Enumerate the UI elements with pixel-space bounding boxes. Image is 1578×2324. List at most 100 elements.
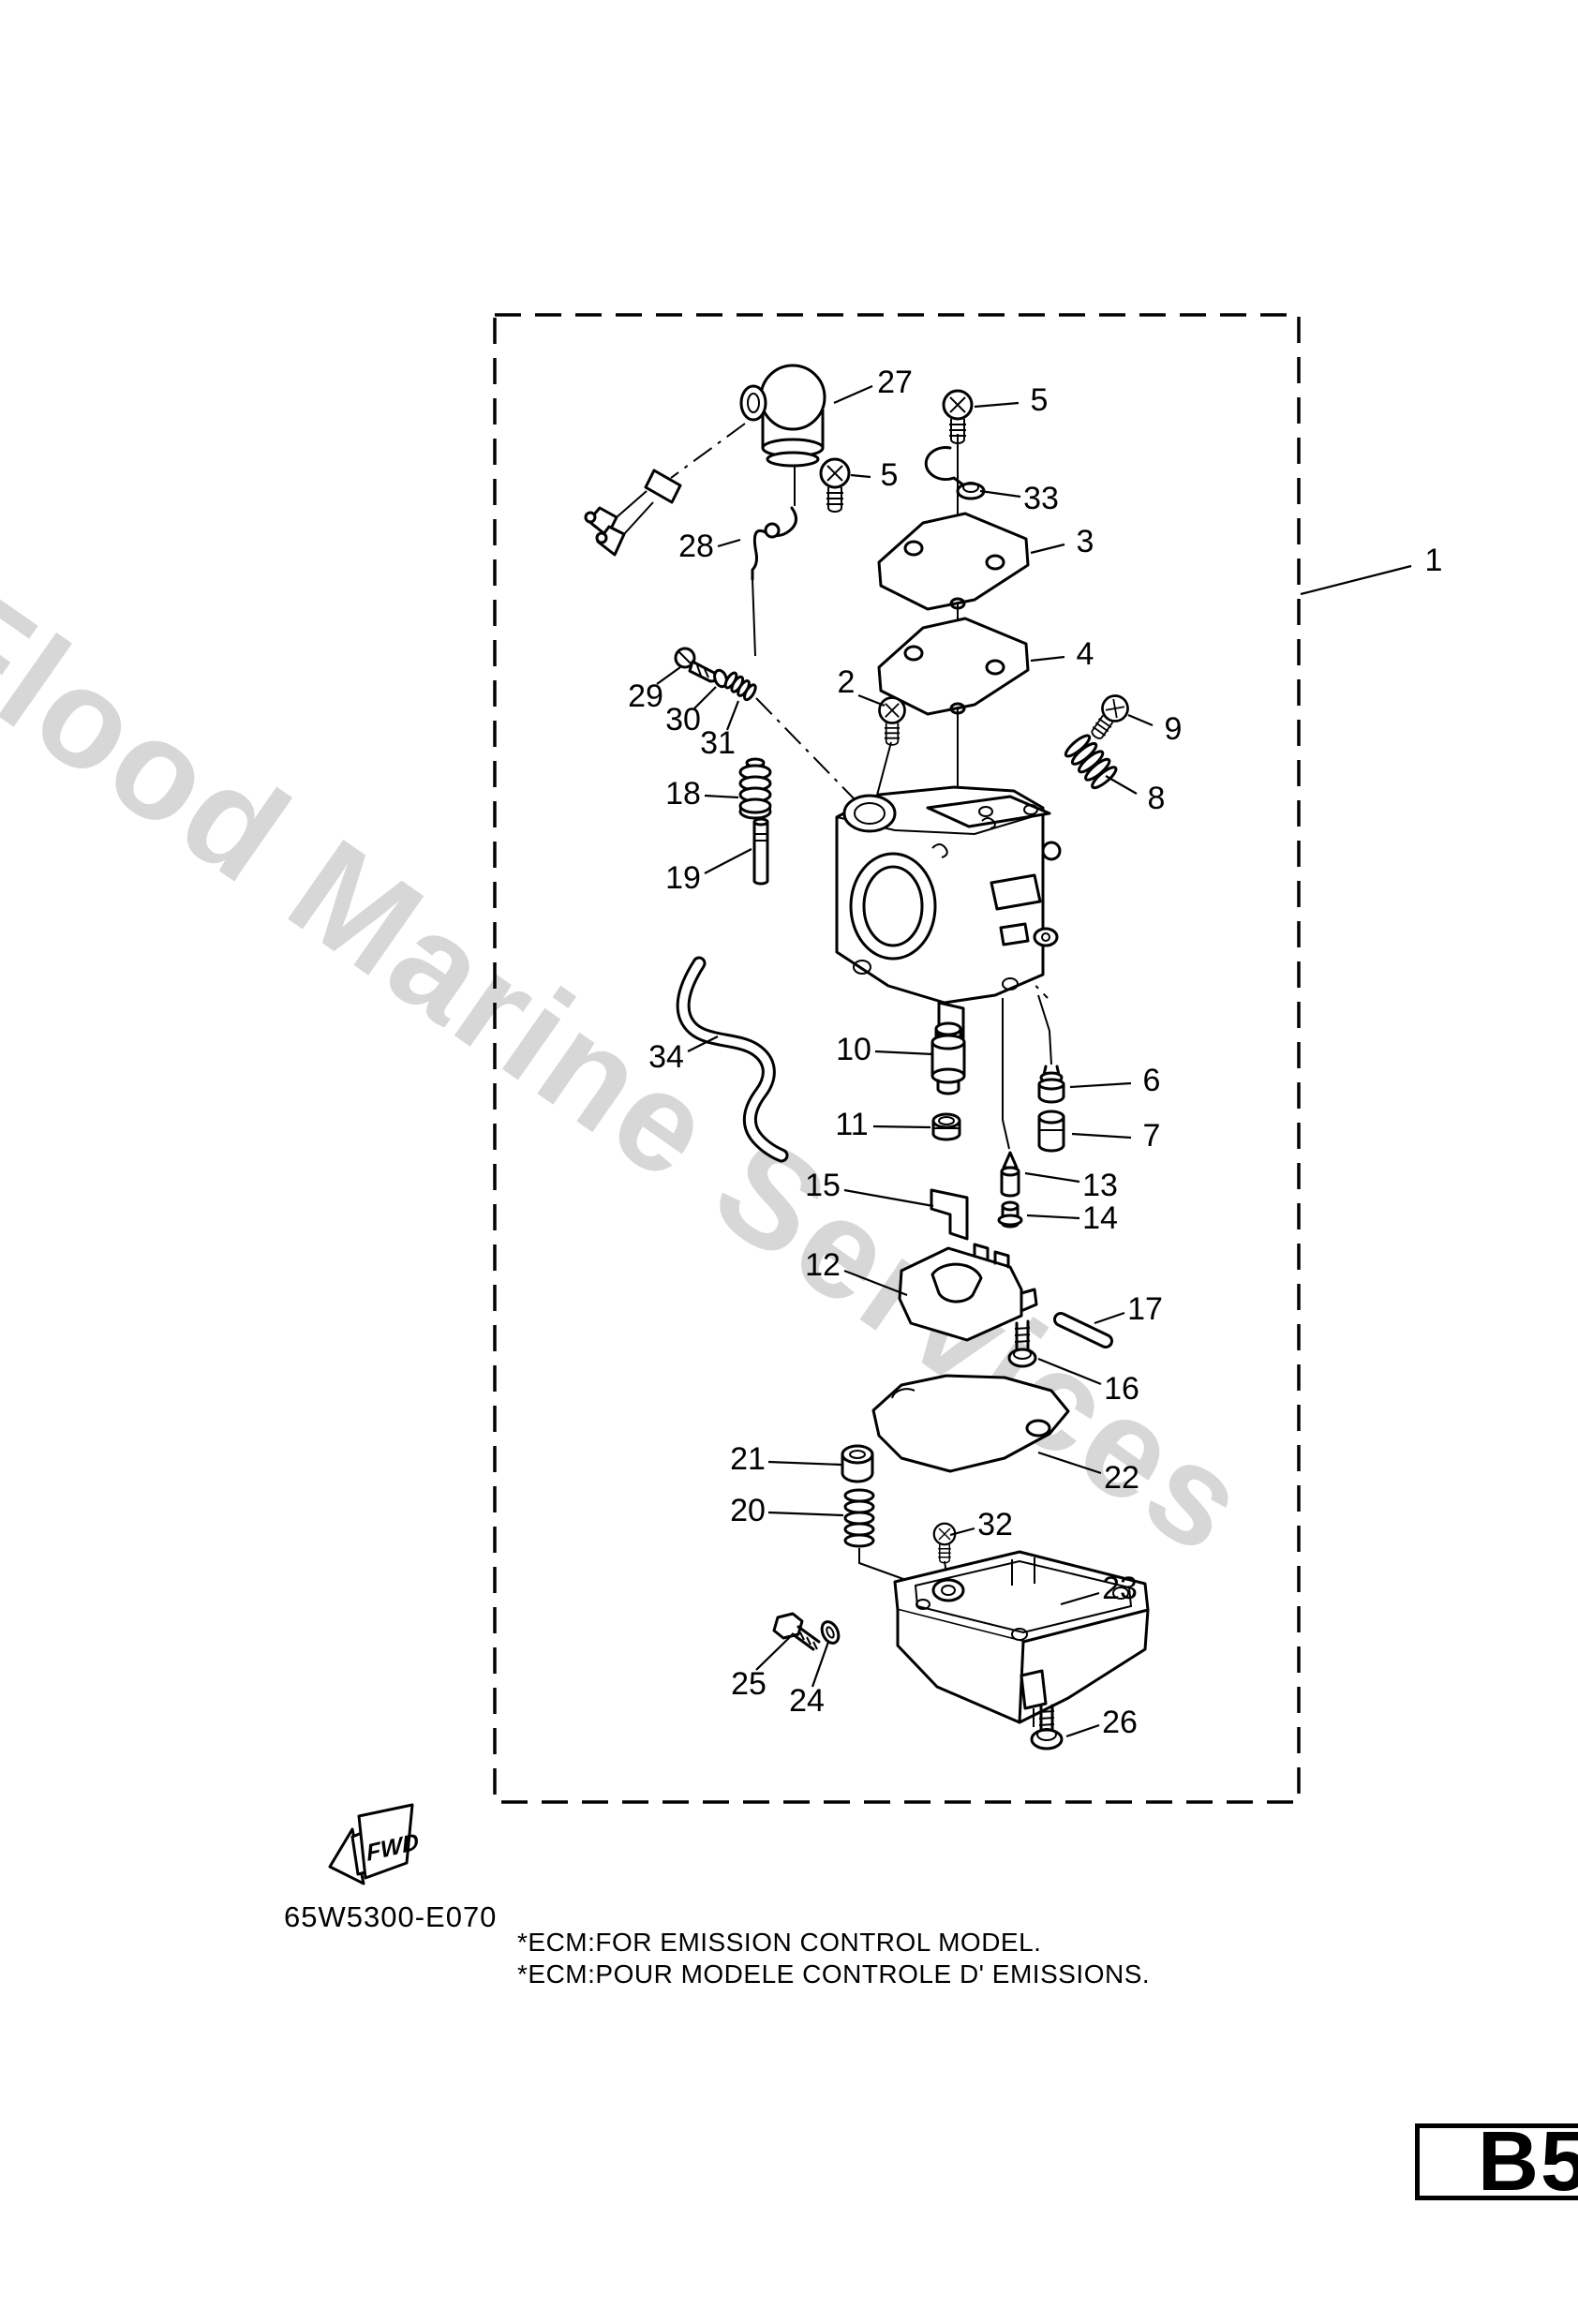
leader-line-27 [833, 384, 873, 405]
part-32-shape [932, 1522, 957, 1564]
part-label-1: 1 [1425, 543, 1443, 578]
leader-line-7 [1071, 1132, 1132, 1140]
leader-line-12 [843, 1269, 908, 1297]
part-15-shape [930, 1188, 969, 1241]
leader-lines [656, 384, 1412, 1738]
part-6-shape [1037, 1065, 1065, 1104]
part-17-shape [1053, 1312, 1113, 1348]
leader-line-14 [1026, 1214, 1080, 1220]
part-14-shape [997, 1200, 1023, 1229]
part-label-25: 25 [731, 1666, 767, 1702]
part-label-21: 21 [730, 1441, 766, 1477]
part-12-shape [898, 1243, 1038, 1342]
part-10-shape [930, 1021, 966, 1095]
leader-line-21 [767, 1460, 842, 1467]
part-label-20: 20 [730, 1493, 766, 1528]
part-3-shape [877, 512, 1030, 611]
leader-line-23 [1060, 1591, 1100, 1606]
drawing-code: 65W5300-E070 [284, 1900, 498, 1933]
leader-line-16 [1037, 1357, 1102, 1386]
leader-line-25 [755, 1633, 794, 1671]
part-label-13: 13 [1082, 1168, 1118, 1203]
part-label-14: 14 [1082, 1200, 1118, 1236]
part-label-29: 29 [628, 678, 663, 714]
part-label-8: 8 [1148, 781, 1166, 816]
part-label-34: 34 [648, 1039, 684, 1075]
part-label-5: 5 [1031, 382, 1049, 418]
ecm-note-english: *ECM:FOR EMISSION CONTROL MODEL. [517, 1928, 1042, 1957]
part-label-30: 30 [665, 702, 701, 737]
leader-line-31 [725, 700, 740, 731]
leader-line-33 [979, 489, 1021, 499]
part-8-shape [1064, 734, 1118, 790]
part-label-4: 4 [1077, 636, 1094, 672]
leader-line-6 [1069, 1081, 1132, 1089]
leader-line-8 [1105, 775, 1138, 795]
carburetor-body-shape [835, 785, 1062, 1044]
part-label-23: 23 [1102, 1571, 1138, 1606]
leader-line-18 [704, 794, 739, 799]
part-label-26: 26 [1102, 1705, 1138, 1740]
part-label-28: 28 [678, 529, 714, 564]
part-label-32: 32 [977, 1507, 1013, 1542]
part-label-22: 22 [1104, 1460, 1139, 1496]
part-label-6: 6 [1143, 1063, 1161, 1098]
leader-line-26 [1065, 1723, 1100, 1738]
part-23-shape [893, 1550, 1150, 1724]
part-25-shape [772, 1612, 821, 1651]
part-20-shape [843, 1488, 875, 1548]
leader-line-22 [1037, 1451, 1102, 1475]
part-label-27: 27 [877, 365, 913, 400]
leader-line-2 [857, 693, 886, 708]
page-ref-label: B5 [1478, 2115, 1578, 2209]
part-9-shape [1083, 689, 1135, 746]
part-19-shape [752, 817, 769, 886]
ecm-note-french: *ECM:POUR MODELE CONTROLE D' EMISSIONS. [517, 1959, 1151, 1989]
assembly-boundary-box [493, 313, 1301, 1804]
leader-line-4 [1030, 655, 1065, 663]
part-5-shape [819, 389, 974, 514]
part-34-shape [676, 956, 789, 1163]
leader-line-19 [704, 848, 752, 874]
leader-line-15 [843, 1188, 934, 1208]
leader-line-5 [850, 473, 871, 479]
part-label-9: 9 [1165, 711, 1183, 747]
part-label-15: 15 [805, 1168, 841, 1203]
leader-line-10 [874, 1050, 934, 1056]
leader-line-13 [1024, 1171, 1080, 1184]
part-7-shape [1037, 1110, 1065, 1153]
leader-line-17 [1094, 1311, 1125, 1325]
part-22-shape [871, 1374, 1070, 1473]
part-4-shape [877, 617, 1030, 716]
part-label-18: 18 [665, 776, 701, 812]
part-33-shape [924, 446, 986, 500]
part-label-17: 17 [1127, 1291, 1163, 1327]
part-27-shape [584, 364, 826, 557]
part-label-3: 3 [1077, 524, 1094, 559]
page-ref-box: B5 [1415, 2120, 1578, 2204]
part-13-shape [1000, 1151, 1020, 1198]
part-16-shape [1007, 1319, 1037, 1368]
leader-line-11 [872, 1125, 931, 1129]
leader-line-5 [974, 401, 1020, 409]
part-21-shape [841, 1444, 874, 1483]
leader-line-32 [949, 1527, 975, 1537]
part-label-24: 24 [789, 1683, 825, 1719]
part-label-10: 10 [836, 1032, 871, 1067]
part-11-shape [931, 1112, 961, 1141]
part-26-shape [1030, 1704, 1064, 1750]
part-24-shape [820, 1620, 841, 1645]
leader-line-24 [811, 1641, 830, 1688]
part-label-7: 7 [1143, 1118, 1161, 1154]
leader-line-28 [717, 538, 741, 548]
part-31-shape [723, 671, 757, 702]
part-18-shape [738, 757, 772, 820]
leader-line-30 [693, 686, 717, 709]
fwd-flag: FWD [328, 1803, 420, 1885]
part-label-16: 16 [1104, 1371, 1139, 1407]
leader-line-20 [767, 1511, 844, 1517]
part-28-shape [751, 506, 797, 581]
